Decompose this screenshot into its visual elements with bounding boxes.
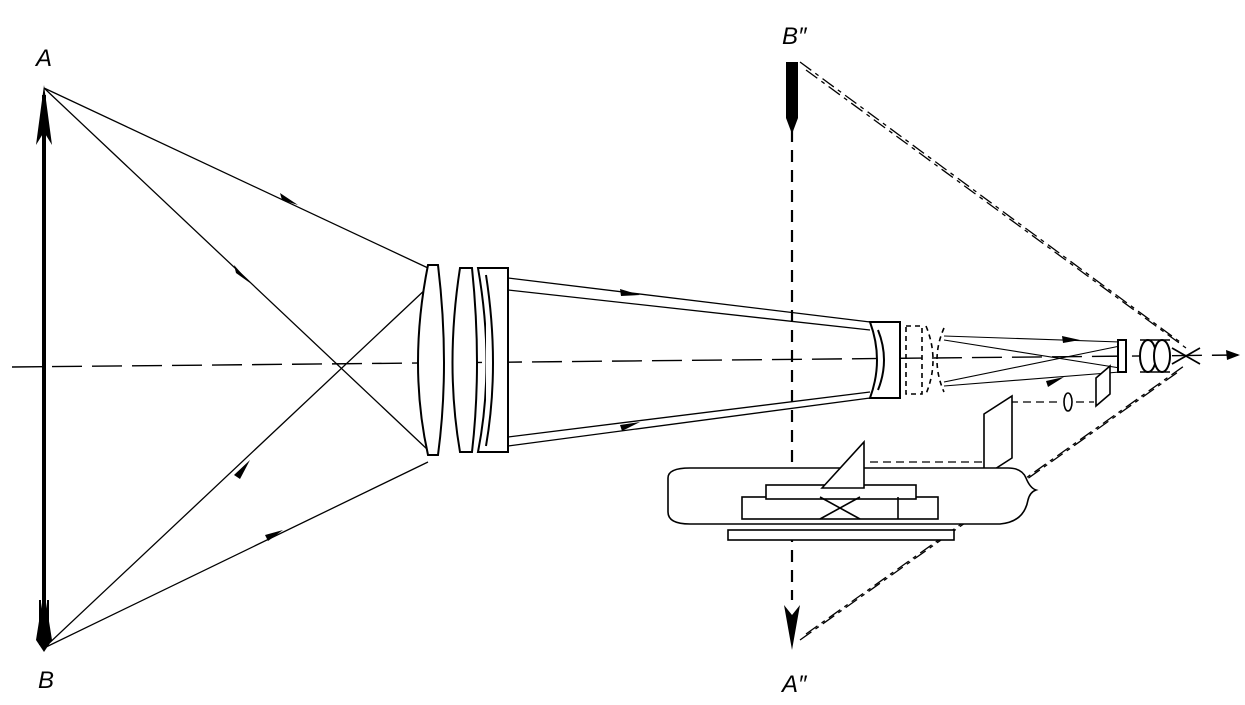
optical-axis-arrowhead	[1226, 350, 1240, 360]
objective-lens-group	[417, 264, 509, 456]
rays-from-b	[43, 286, 429, 649]
object-arrow	[36, 85, 52, 652]
label-object-bottom: B	[38, 667, 54, 694]
rays-objective-to-eyepiece	[507, 277, 871, 447]
label-image-top: B″	[782, 23, 808, 50]
virtual-rays	[799, 61, 1187, 641]
eyepiece-lens-group	[868, 321, 1121, 399]
scale-housing	[667, 439, 1039, 541]
eye-lenses	[1117, 339, 1201, 373]
rays-from-a	[43, 87, 429, 451]
label-object-top: A	[34, 45, 52, 72]
virtual-image-arrow	[784, 62, 800, 650]
label-image-bottom: A″	[780, 671, 808, 698]
optical-axis	[11, 354, 1239, 368]
